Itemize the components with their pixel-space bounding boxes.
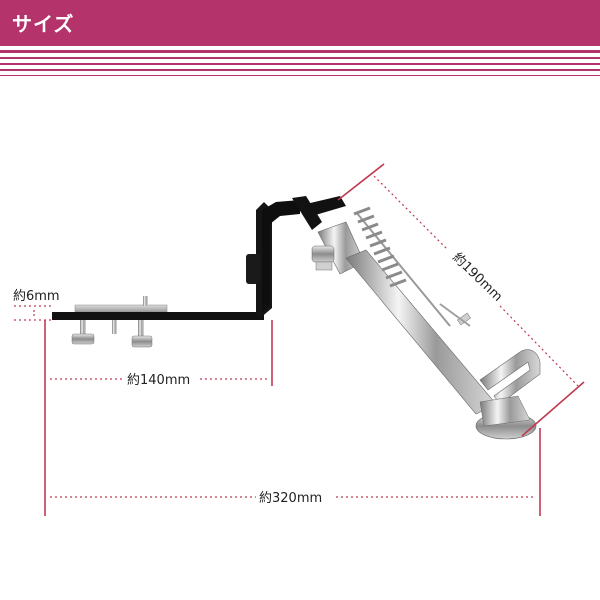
dimension-lines [14, 163, 585, 516]
kickstand-bracket [52, 196, 346, 320]
header-stripes [0, 50, 600, 80]
header-title: サイズ [12, 12, 75, 36]
spring [353, 206, 407, 288]
total-length-label: 約320mm [259, 491, 322, 506]
stand-length-label: 約190mm [449, 250, 505, 305]
kickstand-leg [311, 206, 541, 440]
bracket-length-label: 約140mm [127, 373, 190, 388]
header-bar: サイズ [0, 0, 600, 46]
bracket-bolts [71, 296, 153, 348]
thickness-label: 約6mm [13, 289, 60, 304]
